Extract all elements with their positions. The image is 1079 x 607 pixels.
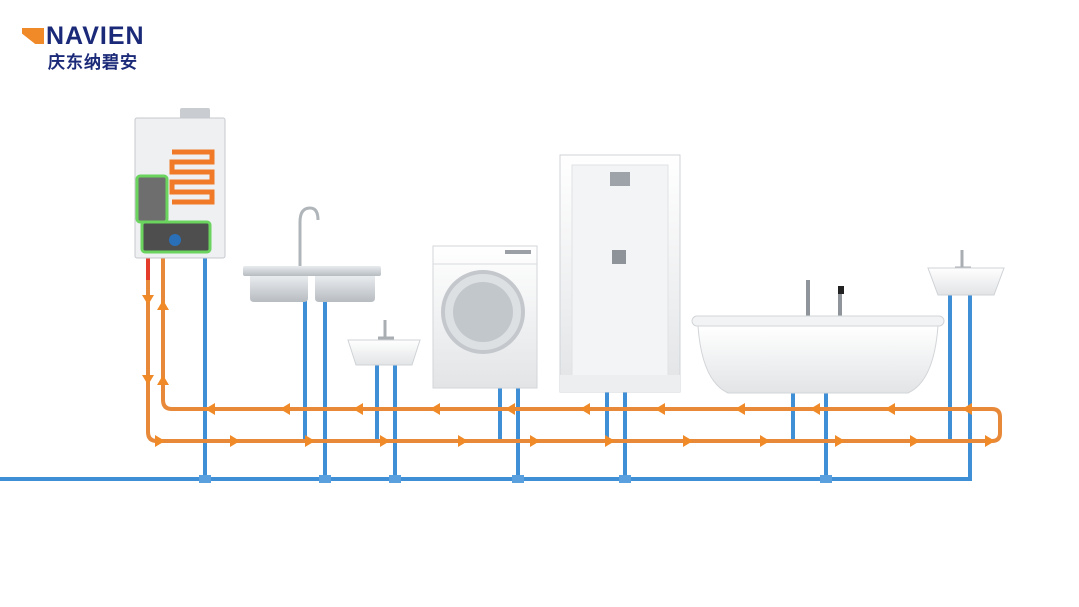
kitchen-sink	[243, 206, 381, 302]
washing-machine	[432, 245, 538, 389]
heater-module-highlight	[135, 174, 169, 224]
hot-loop-path	[146, 258, 1002, 443]
tub-faucet-icon	[806, 280, 842, 316]
logo-wordmark: NAVIEN	[46, 22, 145, 50]
bathroom-sink	[927, 250, 1005, 296]
return-arrows	[157, 300, 972, 415]
water-heater	[134, 108, 226, 259]
shower	[559, 154, 681, 393]
shower-valve-icon	[612, 250, 626, 264]
supply-arrows	[142, 295, 995, 447]
shower-head-icon	[610, 172, 630, 186]
hot-water-loop	[146, 258, 1002, 443]
heat-exchanger-coil	[169, 149, 215, 205]
faucet-icon	[955, 250, 971, 270]
cold-water-pipes	[0, 258, 972, 481]
bathtub	[691, 280, 945, 394]
logo-chinese-name: 庆东纳碧安	[48, 53, 138, 73]
faucet-icon	[378, 320, 394, 340]
small-sink	[347, 320, 421, 366]
flow-arrows	[142, 295, 995, 447]
pipe-fittings	[199, 475, 832, 483]
faucet-icon	[298, 206, 320, 268]
